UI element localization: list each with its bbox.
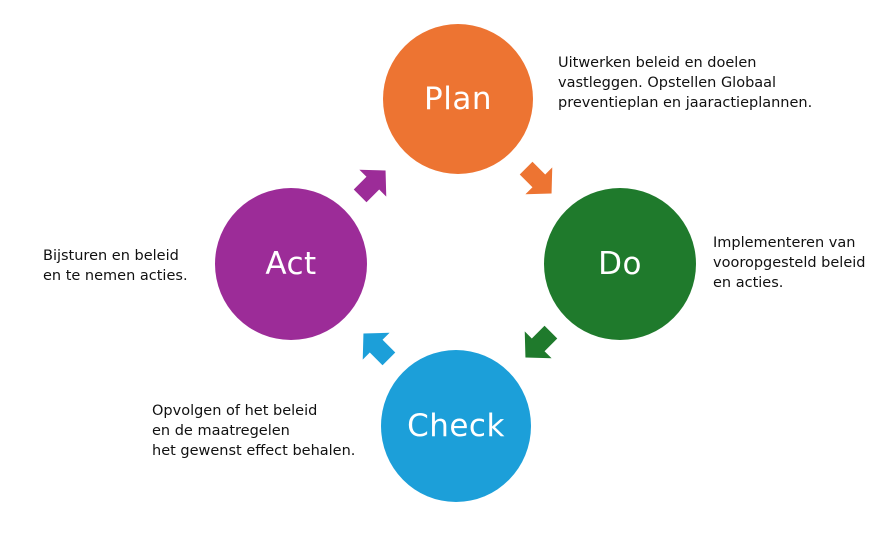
check-description: Opvolgen of het beleid en de maatregelen…	[152, 403, 356, 459]
do-description: Implementeren van vooropgesteld beleid e…	[713, 235, 866, 291]
do-circle: Do	[544, 188, 696, 340]
plan-label: Plan	[424, 81, 492, 117]
act-label: Act	[265, 246, 317, 282]
arrow-plan-to-do-icon	[519, 161, 553, 195]
check-circle: Check	[381, 350, 531, 502]
do-label: Do	[598, 246, 642, 282]
arrow-check-to-act-icon	[362, 332, 396, 366]
plan-circle: Plan	[383, 24, 533, 174]
arrow-do-to-check-icon	[524, 325, 558, 359]
arrow-act-to-plan-icon	[353, 169, 387, 203]
act-circle: Act	[215, 188, 367, 340]
act-description: Bijsturen en beleid en te nemen acties.	[43, 248, 188, 284]
check-label: Check	[407, 408, 505, 444]
plan-description: Uitwerken beleid en doelen vastleggen. O…	[558, 55, 813, 111]
